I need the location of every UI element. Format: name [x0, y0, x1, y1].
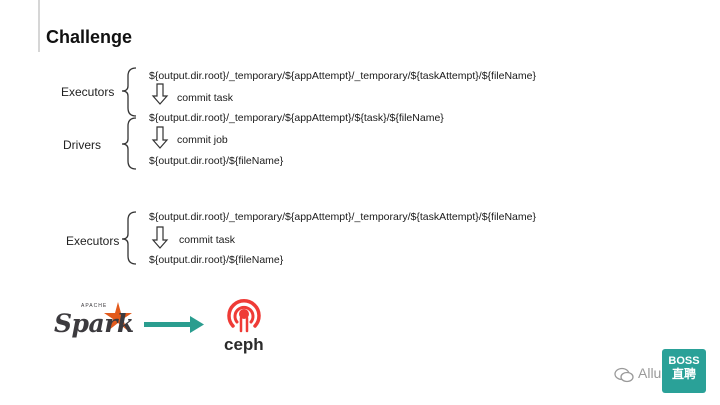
- executors-label: Executors: [61, 85, 115, 99]
- commit-job-label: commit job: [177, 134, 228, 146]
- slide-title: Challenge: [46, 27, 133, 47]
- spark-apache-label: APACHE: [81, 303, 108, 309]
- down-arrow-icon: [151, 126, 169, 149]
- path-final: ${output.dir.root}/${fileName}: [149, 155, 284, 167]
- drivers-label: Drivers: [63, 138, 101, 152]
- spark-logo: Spark: [54, 309, 134, 338]
- spark-star-icon: [104, 302, 132, 330]
- executors-label-2: Executors: [66, 234, 120, 248]
- wechat-icon: [614, 367, 634, 383]
- path-final-2: ${output.dir.root}/${fileName}: [149, 254, 284, 266]
- migration-arrow-icon: [144, 316, 204, 333]
- boss-badge-line1: BOSS: [668, 355, 700, 367]
- path-task-attempt: ${output.dir.root}/_temporary/${appAttem…: [149, 70, 536, 82]
- path-task-attempt-2: ${output.dir.root}/_temporary/${appAttem…: [149, 211, 536, 223]
- ceph-logo-icon: [227, 299, 261, 333]
- commit-task-label: commit task: [177, 92, 234, 104]
- brace-executors-2: [121, 211, 137, 265]
- commit-task-label-2: commit task: [179, 234, 236, 246]
- watermark-text: Allu: [638, 365, 662, 381]
- path-task: ${output.dir.root}/_temporary/${appAttem…: [149, 112, 444, 124]
- ceph-logo: ceph: [224, 335, 264, 354]
- title-accent-bar: [38, 0, 40, 52]
- brace-executors: [121, 67, 137, 117]
- brace-drivers: [121, 117, 137, 170]
- boss-badge: BOSS 直聘: [662, 349, 706, 393]
- down-arrow-icon: [151, 226, 169, 249]
- boss-badge-line2: 直聘: [671, 367, 696, 381]
- down-arrow-icon: [151, 83, 169, 105]
